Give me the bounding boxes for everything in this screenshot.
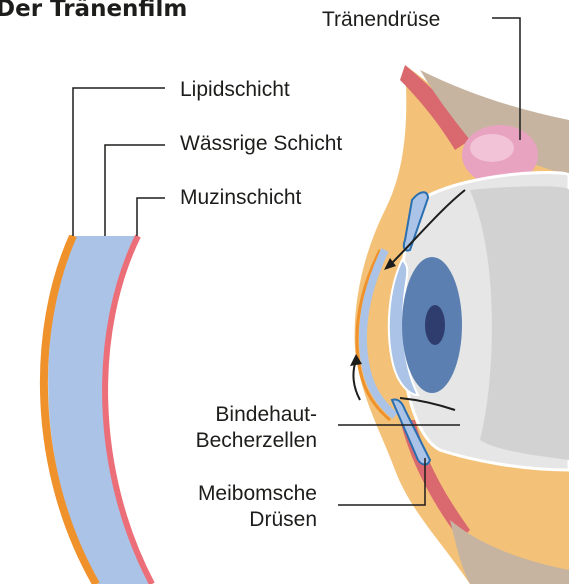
label-bindehaut-line1: Bindehaut- [160,403,317,427]
label-meibom-line1: Meibomsche [140,482,317,506]
pupil [425,305,445,345]
label-meibom-line2: Drüsen [140,508,317,532]
diagram-title: Der Tränenfilm [0,0,187,22]
label-lipidschicht: Lipidschicht [180,78,290,102]
label-waessrige-schicht: Wässrige Schicht [180,132,342,156]
label-traenendruese: Tränendrüse [322,8,440,32]
lacrimal-gland-highlight [470,134,514,162]
leader-waessrige-schicht [105,145,165,236]
leader-muzinschicht [137,198,165,236]
label-bindehaut-line2: Becherzellen [160,429,317,453]
label-muzinschicht: Muzinschicht [180,186,301,210]
cross-section-aqueous-fill [48,236,150,584]
leader-lipidschicht [73,88,165,236]
